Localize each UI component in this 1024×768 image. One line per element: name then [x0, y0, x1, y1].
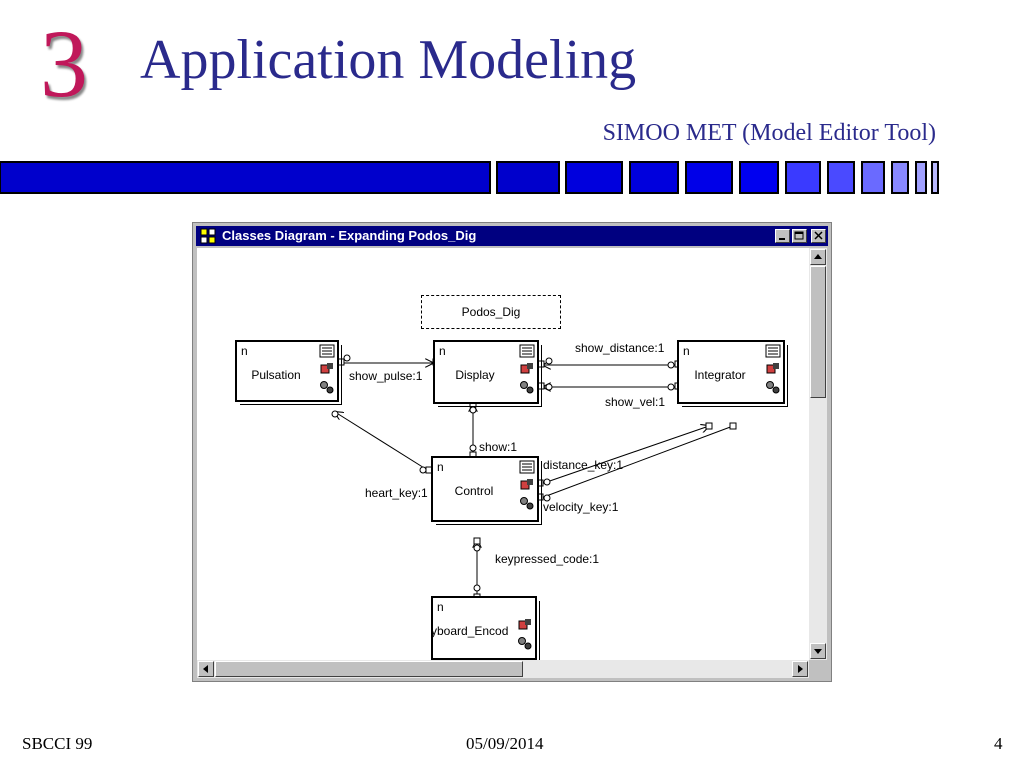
- window-titlebar[interactable]: Classes Diagram - Expanding Podos_Dig: [196, 226, 828, 246]
- maximize-button[interactable]: [792, 229, 807, 243]
- class-pulsation[interactable]: n Pulsation: [235, 340, 342, 405]
- bar-segment: [861, 161, 885, 194]
- minimize-button[interactable]: [775, 229, 790, 243]
- bar-segment: [739, 161, 779, 194]
- app-icon: [200, 228, 216, 244]
- link-label-keypressed-code: keypressed_code:1: [495, 552, 600, 566]
- class-icons: [517, 600, 533, 656]
- class-display[interactable]: n Display: [433, 340, 542, 407]
- class-name: Control: [454, 484, 494, 498]
- link-label-show: show:1: [479, 440, 518, 454]
- class-name: Display: [455, 368, 495, 382]
- bar-segment: [685, 161, 733, 194]
- methods-icon: [518, 619, 531, 630]
- bar-segment: [891, 161, 909, 194]
- class-control[interactable]: n Control: [431, 456, 542, 525]
- bar-segment: [0, 161, 491, 194]
- class-name: Integrator: [694, 368, 746, 382]
- class-icons: [319, 344, 335, 398]
- arrow-down-icon: [814, 649, 822, 654]
- gears-icon: [518, 637, 532, 650]
- scroll-up-button[interactable]: [810, 249, 826, 265]
- close-icon: [814, 231, 823, 240]
- gears-icon: [520, 497, 534, 510]
- slide-number: 3: [40, 10, 88, 117]
- slide-title: Application Modeling: [140, 29, 637, 91]
- scroll-down-button[interactable]: [810, 643, 826, 659]
- bar-segment: [931, 161, 939, 194]
- class-keyboard-encoder[interactable]: n yboard_Encod: [431, 596, 540, 660]
- horizontal-scroll-thumb[interactable]: [215, 661, 523, 677]
- class-name: yboard_Encod: [431, 624, 509, 638]
- minimize-icon: [779, 238, 785, 240]
- link-label-show-pulse: show_pulse:1: [349, 369, 423, 383]
- slide-subtitle: SIMOO MET (Model Editor Tool): [602, 120, 936, 146]
- bar-segment: [629, 161, 679, 194]
- attributes-icon: [319, 344, 335, 358]
- class-multiplicity: n: [241, 344, 248, 358]
- class-icons: [765, 344, 781, 400]
- link-label-distance-key: distance_key:1: [543, 458, 624, 472]
- attributes-icon: [519, 344, 535, 358]
- class-multiplicity: n: [683, 344, 690, 358]
- footer-page-number: 4: [994, 734, 1003, 753]
- gears-icon: [520, 381, 534, 394]
- horizontal-scrollbar[interactable]: [197, 660, 809, 678]
- class-multiplicity: n: [439, 344, 446, 358]
- decorative-bar-strip: [0, 161, 939, 194]
- bar-segment: [496, 161, 560, 194]
- class-multiplicity: n: [437, 460, 444, 474]
- scroll-right-button[interactable]: [792, 661, 808, 677]
- gears-icon: [766, 381, 780, 394]
- bar-segment: [915, 161, 927, 194]
- link-label-velocity-key: velocity_key:1: [543, 500, 619, 514]
- footer-left: SBCCI 99: [22, 734, 93, 753]
- diagram-canvas[interactable]: Podos_Dig n Pulsation n Display n Integr…: [197, 248, 809, 660]
- scroll-left-button[interactable]: [198, 661, 214, 677]
- gears-icon: [320, 381, 334, 394]
- link-label-heart-key: heart_key:1: [365, 486, 428, 500]
- link-velocity-key: [540, 425, 734, 499]
- attributes-icon: [519, 460, 535, 474]
- link-label-show-vel: show_vel:1: [605, 395, 666, 409]
- arrow-right-icon: [798, 665, 803, 673]
- arrow-left-icon: [203, 665, 208, 673]
- scrollbar-corner: [809, 660, 827, 678]
- vertical-scrollbar[interactable]: [809, 248, 827, 660]
- link-distance-key: [540, 426, 709, 485]
- methods-icon: [520, 363, 533, 374]
- methods-icon: [766, 363, 779, 374]
- methods-icon: [520, 479, 533, 490]
- bar-segment: [827, 161, 855, 194]
- class-integrator[interactable]: n Integrator: [677, 340, 788, 407]
- package-podos-dig[interactable]: Podos_Dig: [421, 295, 561, 329]
- bar-segment: [785, 161, 821, 194]
- close-button[interactable]: [811, 229, 826, 243]
- window-title: Classes Diagram - Expanding Podos_Dig: [222, 228, 477, 243]
- link-label-show-distance: show_distance:1: [575, 341, 665, 355]
- footer-date: 05/09/2014: [466, 734, 544, 753]
- link-heart-key: [335, 412, 430, 472]
- vertical-scroll-thumb[interactable]: [810, 266, 826, 398]
- attributes-icon: [765, 344, 781, 358]
- class-icons: [519, 344, 535, 400]
- arrow-up-icon: [814, 254, 822, 259]
- class-multiplicity: n: [437, 600, 444, 614]
- bar-segment: [565, 161, 623, 194]
- maximize-icon: [794, 231, 804, 240]
- classes-diagram-window: Classes Diagram - Expanding Podos_Dig: [192, 222, 832, 682]
- class-name: Pulsation: [251, 368, 301, 382]
- methods-icon: [320, 363, 333, 374]
- class-icons: [519, 460, 535, 518]
